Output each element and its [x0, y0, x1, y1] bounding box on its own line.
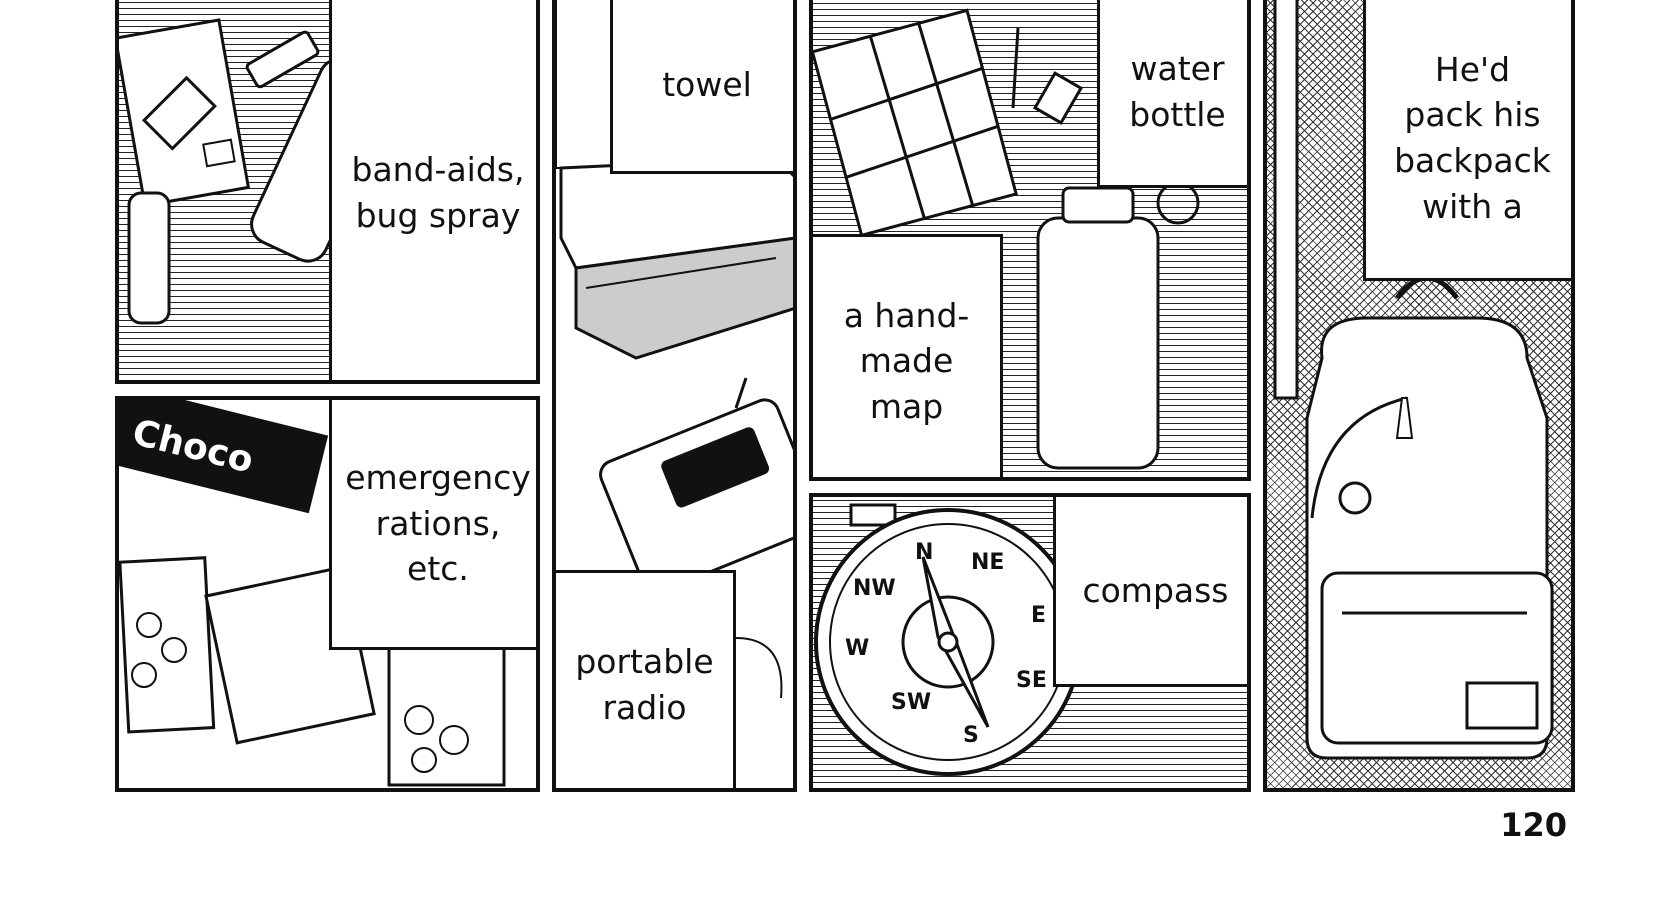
compass-w-label: W [845, 636, 869, 661]
compass-ne-label: NE [971, 550, 1004, 575]
compass-s-label: S [963, 723, 979, 748]
caption-rations: emergency rations, etc. [329, 400, 536, 650]
compass-nw-label: NW [853, 576, 896, 601]
caption-compass: compass [1053, 497, 1247, 687]
caption-handmade-map: a hand- made map [813, 234, 1003, 477]
panel-towel-radio: towel portable radio [552, 0, 797, 792]
caption-bandaids-bugspray: band-aids, bug spray [329, 0, 536, 380]
caption-backpack: He'd pack his backpack with a [1363, 0, 1571, 281]
panel-bandaids: band-aids, bug spray [115, 0, 540, 384]
panel-backpack: He'd pack his backpack with a [1263, 0, 1575, 792]
water-map-illustration [813, 8, 1200, 470]
caption-towel: towel [610, 0, 793, 174]
compass-e-label: E [1031, 603, 1046, 628]
panel-compass: N NE E SE S SW W NW compass [809, 493, 1251, 792]
backpack-illustration [1273, 0, 1554, 760]
caption-water-bottle: water bottle [1097, 0, 1247, 188]
page-number: 120 [1500, 806, 1567, 844]
towel-radio-illustration [556, 0, 793, 699]
compass-sw-label: SW [891, 690, 931, 715]
compass-se-label: SE [1016, 668, 1047, 693]
caption-portable-radio: portable radio [556, 570, 736, 788]
panel-rations: Choco emergency rations, etc. [115, 396, 540, 792]
panel-water-map: water bottle a hand- made map [809, 0, 1251, 481]
compass-n-label: N [915, 540, 933, 565]
